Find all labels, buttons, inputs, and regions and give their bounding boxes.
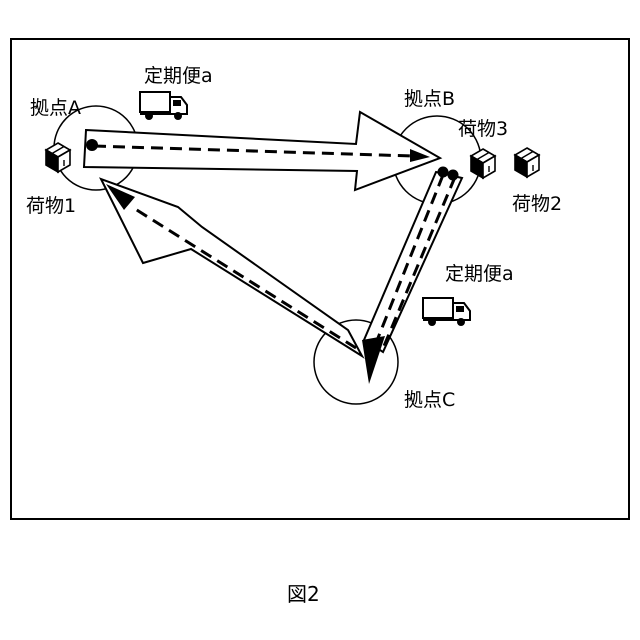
route-arrow-c-to-a bbox=[101, 179, 362, 356]
parcel-3-icon bbox=[471, 149, 495, 178]
figure-caption: 図2 bbox=[287, 582, 320, 606]
parcel-2-label: 荷物2 bbox=[512, 193, 562, 215]
parcel-1-icon bbox=[46, 143, 70, 172]
truck-icon bbox=[423, 298, 470, 326]
parcel-3-label: 荷物3 bbox=[458, 118, 508, 140]
truck-label: 定期便a bbox=[445, 263, 514, 285]
truck-icon bbox=[140, 92, 187, 120]
truck-label: 定期便a bbox=[144, 65, 213, 87]
hub-a-label: 拠点A bbox=[30, 97, 81, 119]
parcel-2-icon bbox=[515, 148, 539, 177]
hub-c-label: 拠点C bbox=[404, 389, 455, 411]
route-arrow-a-to-b bbox=[84, 112, 440, 190]
diagram-frame bbox=[11, 39, 629, 519]
parcel-1-label: 荷物1 bbox=[26, 195, 76, 217]
hub-b-label: 拠点B bbox=[404, 88, 455, 110]
